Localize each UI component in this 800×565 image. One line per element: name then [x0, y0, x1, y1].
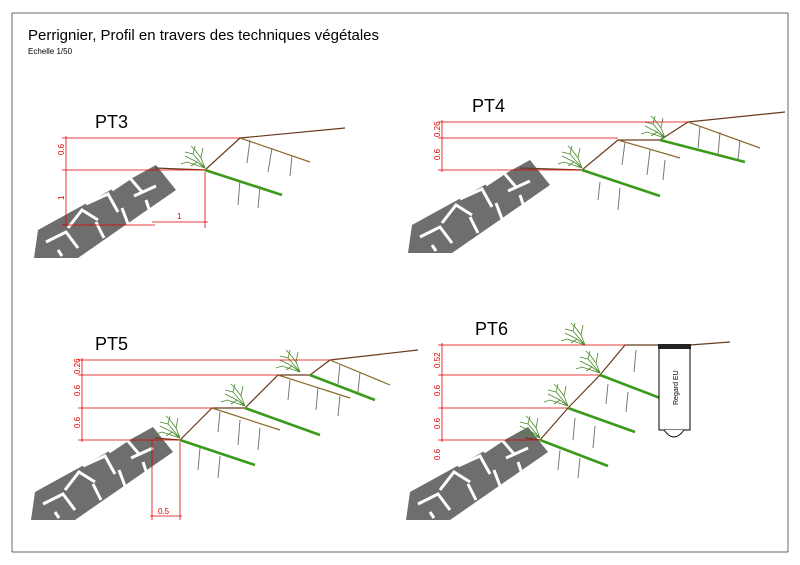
regard-label: Regard EU	[673, 370, 680, 405]
cutting-pt5-1	[155, 415, 181, 439]
plant-layers-pt6	[539, 373, 661, 468]
rock-fill-pt4	[406, 158, 552, 255]
pt5-label: PT5	[95, 334, 128, 354]
dim-pt6-h4: 0.6	[433, 448, 442, 460]
sheet-frame	[11, 12, 789, 553]
dim-pt6-h1: 0.52	[433, 352, 442, 368]
cutting-pt6-4	[560, 322, 586, 346]
dim-pt4-h2: 0.6	[433, 148, 442, 160]
profile-pt3: PT3 0.6 1 1	[32, 112, 346, 260]
dim-pt5-h3: 0.6	[73, 416, 82, 428]
dim-pt3-h2: 1	[57, 195, 66, 200]
dim-pt5-h2: 0.6	[73, 384, 82, 396]
cutting-pt3	[180, 145, 206, 169]
ground-line-pt6	[524, 341, 731, 441]
sheet-title: Perrignier, Profil en travers des techni…	[28, 27, 379, 44]
scale-note: Echelle 1/50	[28, 47, 73, 56]
stakes-pt6	[557, 349, 637, 479]
ground-line-pt4	[519, 111, 786, 171]
dim-pt5-w1: 0.5	[158, 507, 170, 516]
profile-pt4: PT4 0.26 0.6	[406, 96, 786, 255]
pt4-label: PT4	[472, 96, 505, 116]
stakes-pt4	[597, 125, 741, 211]
cutting-pt6-2	[543, 383, 569, 407]
rock-fill-pt6	[404, 425, 550, 522]
ground-line-pt5	[154, 349, 419, 441]
plant-layer-pt3	[204, 168, 283, 197]
dim-pt5-h1: 0.26	[73, 358, 82, 374]
ground-line-pt3	[154, 127, 346, 171]
dimension-lines-pt3	[62, 136, 240, 228]
dim-pt6-h3: 0.6	[433, 417, 442, 429]
plant-layers-pt4	[581, 138, 746, 198]
profile-pt6: PT6 Regard EU 0.52 0.6 0.6 0.6	[404, 319, 731, 522]
dim-pt4-h1: 0.26	[433, 121, 442, 137]
cutting-pt4-1	[557, 145, 583, 169]
stakes-pt3	[237, 139, 293, 209]
cutting-pt6-3	[575, 350, 601, 374]
stakes-pt5	[197, 363, 361, 479]
dimension-lines-pt4	[438, 120, 688, 172]
profile-pt5: PT5 0.26 0.6 0.6 0.5	[29, 334, 419, 522]
cutting-pt5-3	[275, 349, 301, 373]
dimension-lines-pt6	[438, 343, 625, 442]
pt3-label: PT3	[95, 112, 128, 132]
fascine-pt3	[239, 137, 311, 163]
dim-pt6-h2: 0.6	[433, 384, 442, 396]
dimension-lines-pt5	[78, 358, 330, 520]
cutting-pt5-2	[220, 383, 246, 407]
rock-fill-pt3	[32, 163, 178, 260]
dim-pt3-w1: 1	[177, 212, 182, 221]
cutting-pt4-2	[640, 115, 666, 139]
pt6-label: PT6	[475, 319, 508, 339]
manhole-regard-eu: Regard EU	[658, 344, 691, 438]
dim-pt3-h1: 0.6	[57, 143, 66, 155]
plant-layers-pt5	[179, 373, 376, 467]
